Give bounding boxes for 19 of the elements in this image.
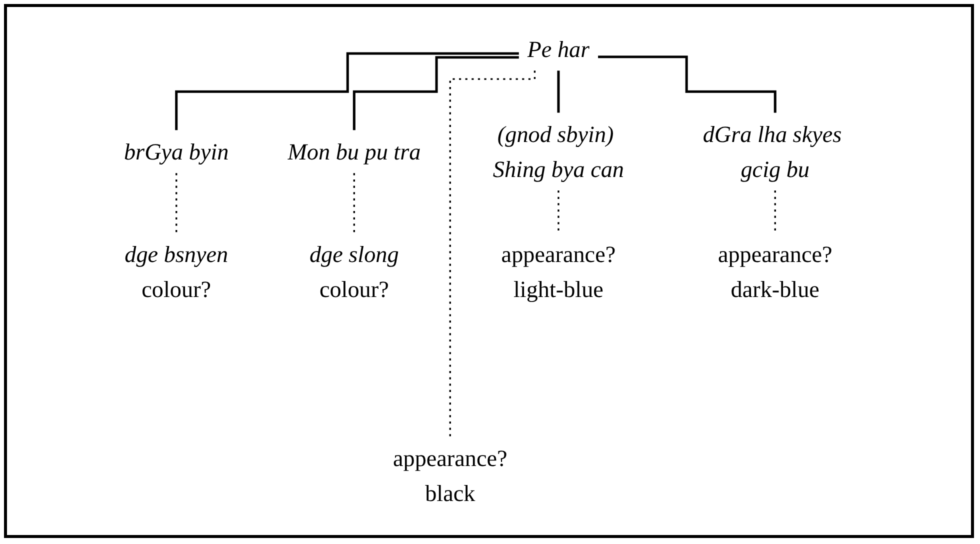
connector [353,172,355,234]
node-text: appearance? black [392,445,508,506]
node-text: (gnod sbyin) Shing bya can [492,121,624,182]
connector [558,190,560,234]
connector [449,70,536,437]
node-text: dge bsnyen colour? [124,241,228,302]
node-text: appearance? dark-blue [718,241,832,302]
node-text: dGra lha skyes gcig bu [702,121,842,182]
connector [176,172,178,234]
connector [352,56,519,132]
connector [175,52,519,132]
connector [598,56,776,114]
node-text: Pe har [527,36,590,62]
node-text: Mon bu pu tra [288,138,421,165]
connector [774,190,776,234]
node-text: dge slong colour? [309,241,399,302]
node-text: appearance? light-blue [501,241,616,302]
node-text: brGya byin [124,138,229,165]
connector [557,69,560,114]
